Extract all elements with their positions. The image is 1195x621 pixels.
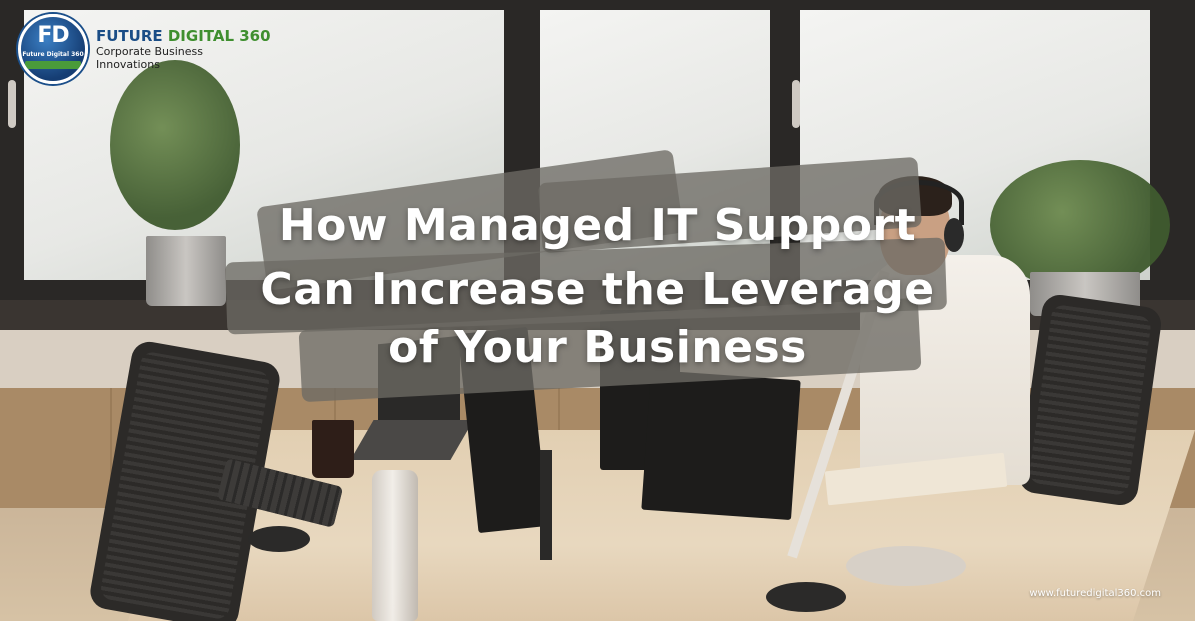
brand-tagline-1: Corporate Business: [96, 45, 203, 58]
logo-badge-stripe: [25, 61, 81, 69]
headset-earcup: [944, 218, 964, 252]
logo-badge-icon: FD Future Digital 360: [18, 14, 88, 84]
brand-name: FUTURE DIGITAL 360: [96, 27, 271, 45]
website-url: www.futuredigital360.com: [1029, 588, 1161, 599]
mouse: [248, 526, 310, 552]
window-handle: [8, 80, 16, 128]
brand-name-part2: DIGITAL 360: [167, 27, 271, 45]
plant-left: [110, 60, 240, 230]
monitor-stand: [540, 450, 552, 560]
brand-name-part1: FUTURE: [96, 27, 168, 45]
logo-text: FUTURE DIGITAL 360 Corporate Business In…: [96, 27, 271, 71]
monitor-right: [641, 369, 801, 521]
coffee-mug: [312, 420, 354, 478]
desk-lamp-base: [846, 546, 966, 586]
window-handle: [792, 80, 800, 128]
brand-tagline-2: Innovations: [96, 58, 160, 71]
plant-pot-left: [146, 236, 226, 306]
logo-badge-letters: FD: [37, 23, 69, 48]
headline-line-3: of Your Business: [388, 322, 807, 373]
headline-line-1: How Managed IT Support: [278, 200, 917, 251]
logo-badge-name: Future Digital 360: [22, 51, 84, 58]
mouse: [766, 582, 846, 612]
window-frame: [0, 0, 1195, 320]
water-bottle: [372, 470, 418, 621]
headline-line-2: Can Increase the Leverage: [260, 264, 935, 315]
company-logo: FD Future Digital 360 FUTURE DIGITAL 360…: [18, 14, 271, 84]
